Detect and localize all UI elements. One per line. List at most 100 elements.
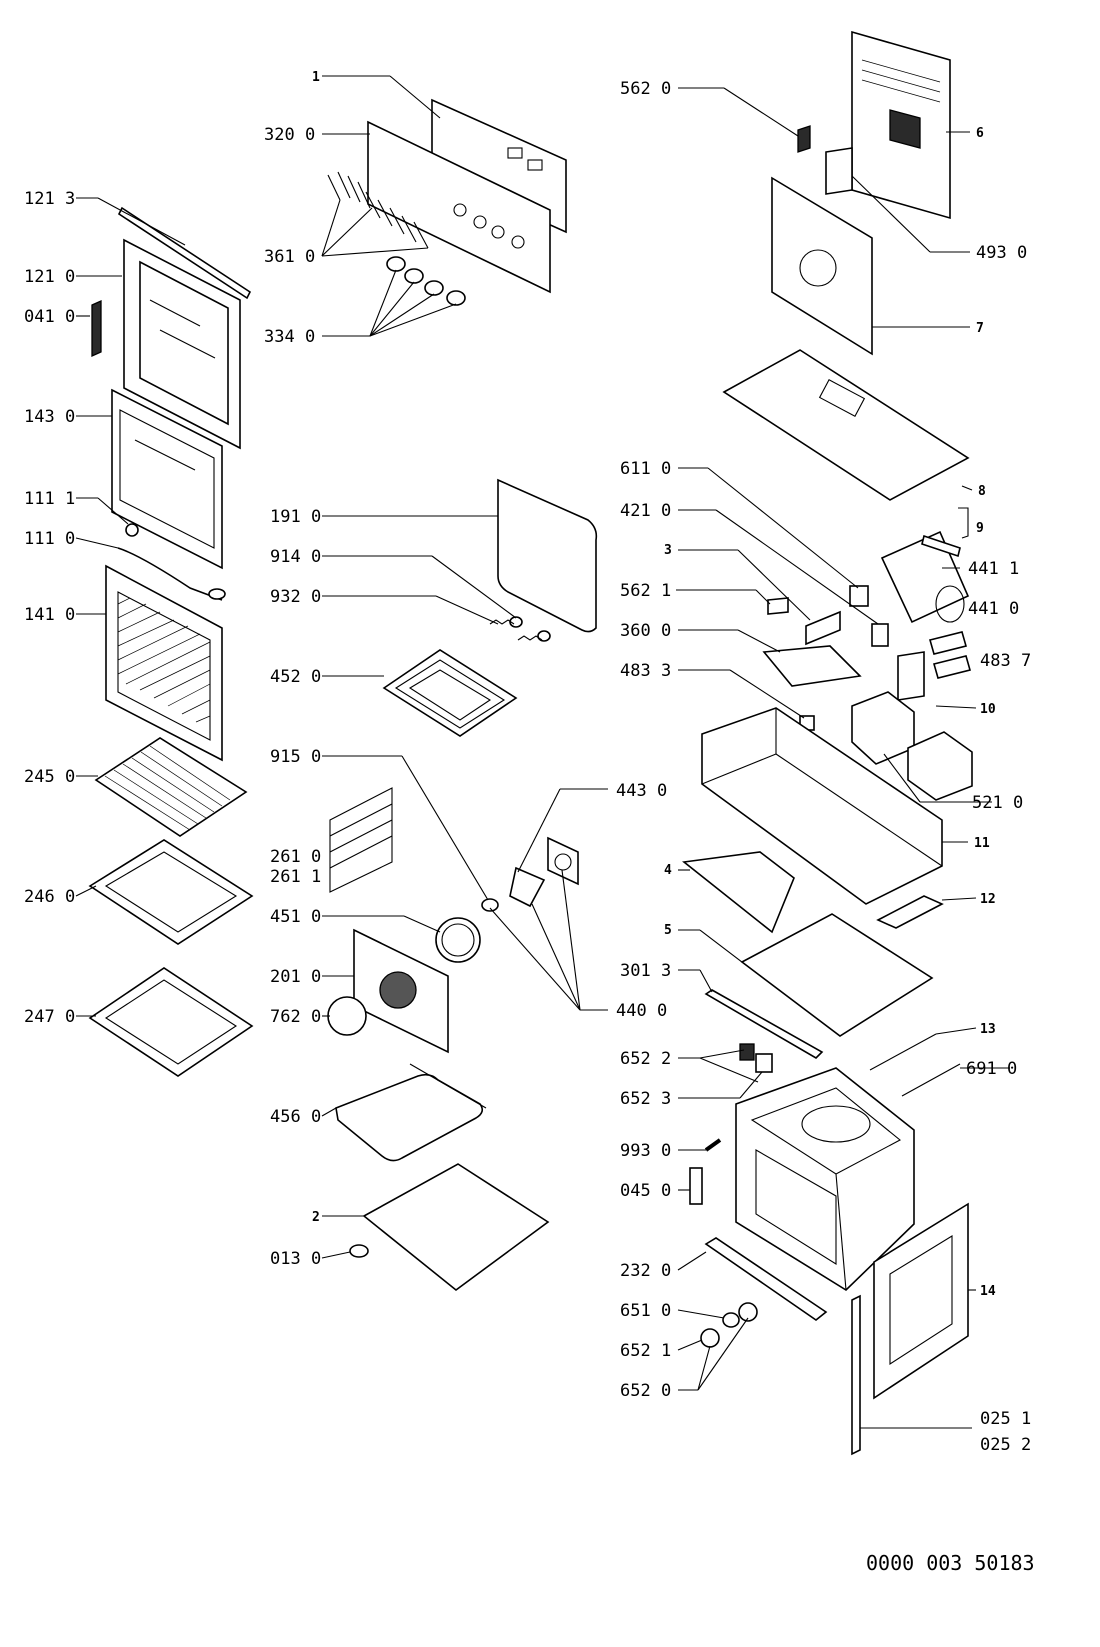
control-panel-back [431,98,567,234]
callout-10: 10 [980,702,996,717]
callout-452-0: 452 0 [270,667,321,687]
inner-door-glass [111,388,223,570]
callout-246-0: 246 0 [24,887,75,907]
callout-483-3: 483 3 [620,661,671,681]
oven-door-gasket [497,478,598,633]
casing-group [682,30,973,1456]
door-group [88,206,254,1077]
side-panel [873,1202,969,1400]
callout-141-0: 141 0 [24,605,75,625]
callout-12: 12 [980,892,996,907]
callout-111-0: 111 0 [24,529,75,549]
callout-232-0: 232 0 [620,1261,671,1281]
callout-443-0: 443 0 [616,781,667,801]
light-holder [739,1043,755,1061]
door-top-strip [117,206,252,300]
heating-group [327,478,598,1292]
callout-320-0: 320 0 [264,125,315,145]
callout-261-0: 261 0 [270,847,321,867]
spring [489,619,515,625]
fan-nut [481,898,499,912]
callout-993-0: 993 0 [620,1141,671,1161]
callout-041-0: 041 0 [24,307,75,327]
door-frame-window [139,260,229,426]
control-panel-group [327,98,567,306]
callout-932-0: 932 0 [270,587,321,607]
callout-562-0: 562 0 [620,79,671,99]
outer-door-glass [105,564,223,762]
callout-191-0: 191 0 [270,507,321,527]
callout-201-0: 201 0 [270,967,321,987]
callout-13: 13 [980,1022,996,1037]
leader-lines [75,75,1010,1429]
transformer [825,147,853,195]
grill-element [382,649,518,737]
callout-121-0: 121 0 [24,267,75,287]
strip [704,989,824,1060]
callout-652-1: 652 1 [620,1341,671,1361]
callout-652-3: 652 3 [620,1089,671,1109]
door-hinge [91,299,102,358]
callout-456-0: 456 0 [270,1107,321,1127]
callout-013-0: 013 0 [270,1249,321,1269]
deep-tray [88,967,254,1077]
callout-652-2: 652 2 [620,1049,671,1069]
callout-5: 5 [664,923,672,938]
callout-1: 1 [312,70,320,85]
callout-914-0: 914 0 [270,547,321,567]
baking-tray [88,839,254,945]
bottom-rail [704,1237,828,1321]
rear-wall [771,176,873,356]
foot [349,1244,369,1258]
callout-915-0: 915 0 [270,747,321,767]
terminal-block [805,610,841,646]
control-panel-front [367,120,551,294]
screw [704,1138,722,1152]
probe [901,1063,961,1097]
top-plate [740,913,934,1037]
callout-143-0: 143 0 [24,407,75,427]
switch-block [851,691,915,765]
callout-247-0: 247 0 [24,1007,75,1027]
bracket [797,125,811,153]
callout-493-0: 493 0 [976,243,1027,263]
fan-blade [509,866,546,908]
bottom-heating-element [335,1073,484,1162]
bottom-plate [362,1163,550,1292]
lamp-cover [327,996,367,1036]
callout-441-0: 441 0 [968,599,1019,619]
callout-652-0: 652 0 [620,1381,671,1401]
shelf-support [329,787,393,893]
callout-440-0: 440 0 [616,1001,667,1021]
circular-heating-element [435,917,481,963]
control-knob-screws [327,171,429,249]
callout-2: 2 [312,1210,320,1225]
fan-motor [547,836,579,886]
callout-421-0: 421 0 [620,501,671,521]
callout-441-1: 441 1 [968,559,1019,579]
light-cover [755,1053,773,1073]
callout-691-0: 691 0 [966,1059,1017,1079]
bracket-small [767,597,789,615]
relay [897,651,925,701]
hinge-bushing [125,523,139,537]
diagram-reference-number: 0000 003 50183 [866,1551,1035,1575]
callout-9: 9 [976,521,984,536]
lamp-glass [700,1328,720,1348]
front-strip [876,895,944,929]
control-knobs [386,256,466,306]
callout-3: 3 [664,543,672,558]
callout-111-1: 111 1 [24,489,75,509]
callout-361-0: 361 0 [264,247,315,267]
clip [958,507,969,539]
callout-025-2: 025 2 [980,1435,1031,1455]
programmer [762,645,862,687]
door-hinge-right [851,1294,861,1456]
connector [929,631,967,655]
lamp [722,1312,740,1328]
top-cover [722,349,970,501]
callout-301-3: 301 3 [620,961,671,981]
callout-045-0: 045 0 [620,1181,671,1201]
callout-121-3: 121 3 [24,189,75,209]
callout-8: 8 [978,484,986,499]
